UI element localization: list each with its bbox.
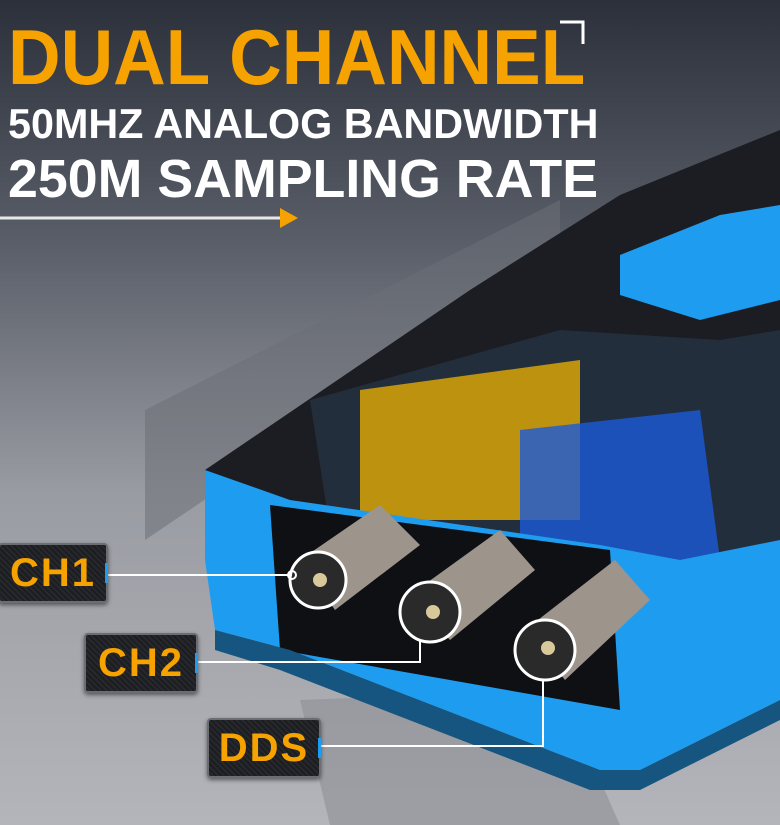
callout-dds: DDS <box>207 718 321 778</box>
bnc-connector-ch2 <box>398 530 535 644</box>
pcb-glow-blue <box>520 410 720 560</box>
headline-sampling-rate: 250M SAMPLING RATE <box>8 149 599 209</box>
blue-button-panel <box>620 205 780 320</box>
corner-bracket <box>560 20 585 44</box>
bnc-connector-dds <box>513 560 650 682</box>
arrow-head-icon <box>280 208 298 228</box>
leader-line-dds <box>321 680 544 747</box>
headline-bandwidth: 50MHZ ANALOG BANDWIDTH <box>8 100 599 147</box>
oscilloscope-device <box>205 130 780 790</box>
bnc-connector-ch1 <box>288 505 420 610</box>
leader-line-ch2 <box>198 640 421 663</box>
callout-ch2: CH2 <box>84 633 198 693</box>
callout-ch1: CH1 <box>0 543 108 603</box>
headline-title: DUAL CHANNEL <box>8 13 586 101</box>
